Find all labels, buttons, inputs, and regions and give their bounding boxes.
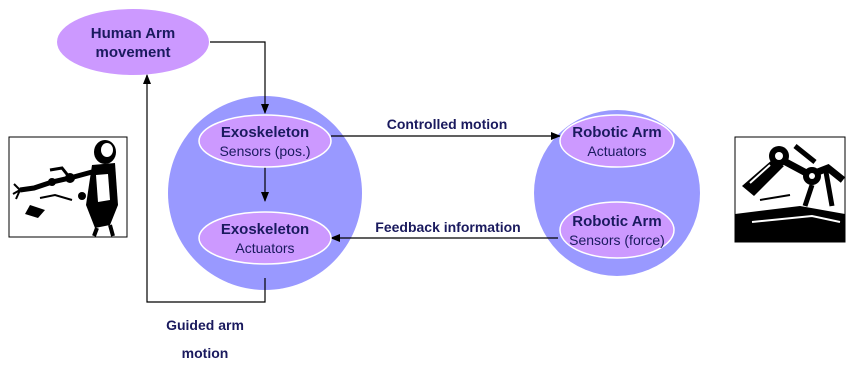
guided-arm-motion-arrow bbox=[143, 74, 266, 303]
exoskeleton-actuators-title: Exoskeleton bbox=[221, 221, 309, 238]
robotic-arm-actuators-subtitle: Actuators bbox=[587, 143, 646, 159]
human-to-exo-sensors-arrow bbox=[210, 41, 269, 114]
human-arm-movement-label-2: movement bbox=[95, 44, 170, 61]
robotic-arm-sensors-node bbox=[559, 201, 675, 259]
guided-arm-motion-label-2: motion bbox=[182, 345, 229, 361]
exoskeleton-sensors-node bbox=[198, 114, 332, 168]
exoskeleton-actuators-node bbox=[198, 211, 332, 265]
exoskeleton-actuators-subtitle: Actuators bbox=[235, 240, 294, 256]
exoskeleton-sensors-title: Exoskeleton bbox=[221, 124, 309, 141]
exoskeleton-sensors-subtitle: Sensors (pos.) bbox=[219, 143, 310, 159]
robotic-arm-actuators-title: Robotic Arm bbox=[572, 124, 661, 141]
guided-arm-motion-label-1: Guided arm bbox=[166, 317, 244, 333]
robotic-arm-illustration-icon bbox=[734, 136, 846, 243]
feedback-information-label: Feedback information bbox=[375, 219, 520, 235]
robotic-arm-sensors-title: Robotic Arm bbox=[572, 213, 661, 230]
robotic-arm-actuators-node bbox=[559, 114, 675, 168]
controlled-motion-label: Controlled motion bbox=[387, 116, 508, 132]
human-arm-movement-node bbox=[57, 9, 209, 75]
human-arm-movement-label-1: Human Arm bbox=[91, 25, 175, 42]
robotic-arm-sensors-subtitle: Sensors (force) bbox=[569, 232, 665, 248]
human-exoskeleton-illustration-icon bbox=[8, 136, 128, 238]
